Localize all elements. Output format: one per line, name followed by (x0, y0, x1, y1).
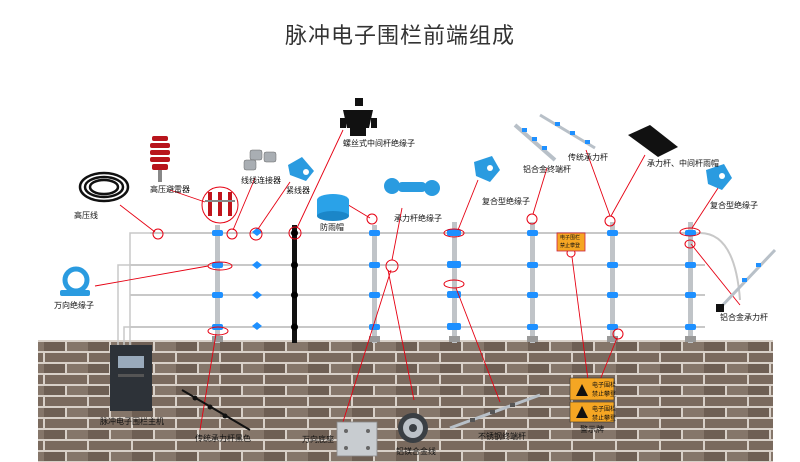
swivel-clamps (252, 228, 262, 330)
label-composite-insulator-1: 复合型绝缘子 (482, 197, 530, 206)
black-pole-icon (181, 389, 251, 431)
label-wire-connector: 线线连接器 (241, 176, 281, 185)
host-box-icon (110, 345, 152, 411)
big-sign-text-1: 电子围栏 (592, 382, 617, 389)
alu-tension-pole-icon (716, 248, 777, 312)
label-warning-sign: 警示牌 (580, 425, 604, 434)
composite-insulator-icon (474, 156, 500, 182)
label-steel-terminal-pole: 不锈钢终端杆 (478, 432, 526, 441)
warning-sign-small-icon (556, 232, 586, 252)
composite-insulator-2-icon (706, 164, 732, 190)
big-sign-text-3: 电子围栏 (592, 406, 617, 413)
tensioner-icon (288, 157, 314, 181)
steel-terminal-pole-icon (449, 393, 541, 430)
sign-text-line2: 禁止攀登 (560, 243, 581, 249)
label-alu-terminal-pole: 铝合金终端杆 (523, 165, 571, 174)
pole-cap-icon (628, 125, 678, 157)
label-traditional-pole-black: 传统承力杆黑色 (195, 434, 251, 443)
label-tension-insulator: 承力杆绝缘子 (394, 214, 442, 223)
label-cable: 高压线 (74, 211, 98, 220)
label-host: 脉冲电子围栏主机 (100, 417, 164, 426)
rain-cap-icon (317, 194, 349, 221)
tension-insulator-icon (384, 178, 440, 196)
wire-connector-icon (243, 149, 277, 171)
alu-terminal-pole-icon (513, 123, 557, 162)
label-alloy-wire: 铝镁合金线 (396, 447, 436, 456)
page-title: 脉冲电子围栏前端组成 (284, 24, 515, 49)
swivel-base-icon (336, 421, 378, 457)
arrester-icon (150, 136, 170, 182)
feed-wires (117, 232, 150, 352)
brick-wall (38, 340, 773, 462)
screw-insulators (291, 229, 298, 331)
big-sign-text-2: 禁止攀登 (592, 391, 617, 398)
label-screw-insulator: 螺丝式中间杆绝缘子 (343, 139, 415, 148)
traditional-pole-icon (539, 113, 596, 150)
highlight-circles (152, 186, 701, 340)
label-composite-insulator-2: 复合型绝缘子 (710, 201, 758, 210)
cable-coil-icon (78, 171, 130, 203)
fence-posts (212, 222, 696, 343)
wire-spool-icon (398, 413, 428, 443)
label-rain-cap: 防雨帽 (320, 223, 344, 232)
label-traditional-pole: 传统承力杆 (568, 153, 608, 162)
arrester-group-icon (205, 192, 235, 216)
label-tensioner: 紧线器 (286, 186, 310, 195)
big-sign-text-4: 禁止攀登 (592, 415, 617, 422)
warning-sign-icon (569, 377, 615, 423)
swivel-insulator-icon (60, 266, 90, 296)
sign-text-line1: 电子围栏 (560, 235, 581, 241)
label-swivel-base: 万向底座 (302, 435, 334, 444)
fence-wires (130, 232, 741, 328)
label-swivel-insulator: 万向绝缘子 (54, 301, 94, 310)
pointer-lines (94, 129, 741, 431)
screw-insulator-icon (340, 98, 377, 136)
label-alu-tension-pole: 铝合金承力杆 (720, 313, 768, 322)
label-pole-cap: 承力杆、中间杆雨帽 (647, 159, 719, 168)
label-arrester: 高压避雷器 (150, 185, 190, 194)
